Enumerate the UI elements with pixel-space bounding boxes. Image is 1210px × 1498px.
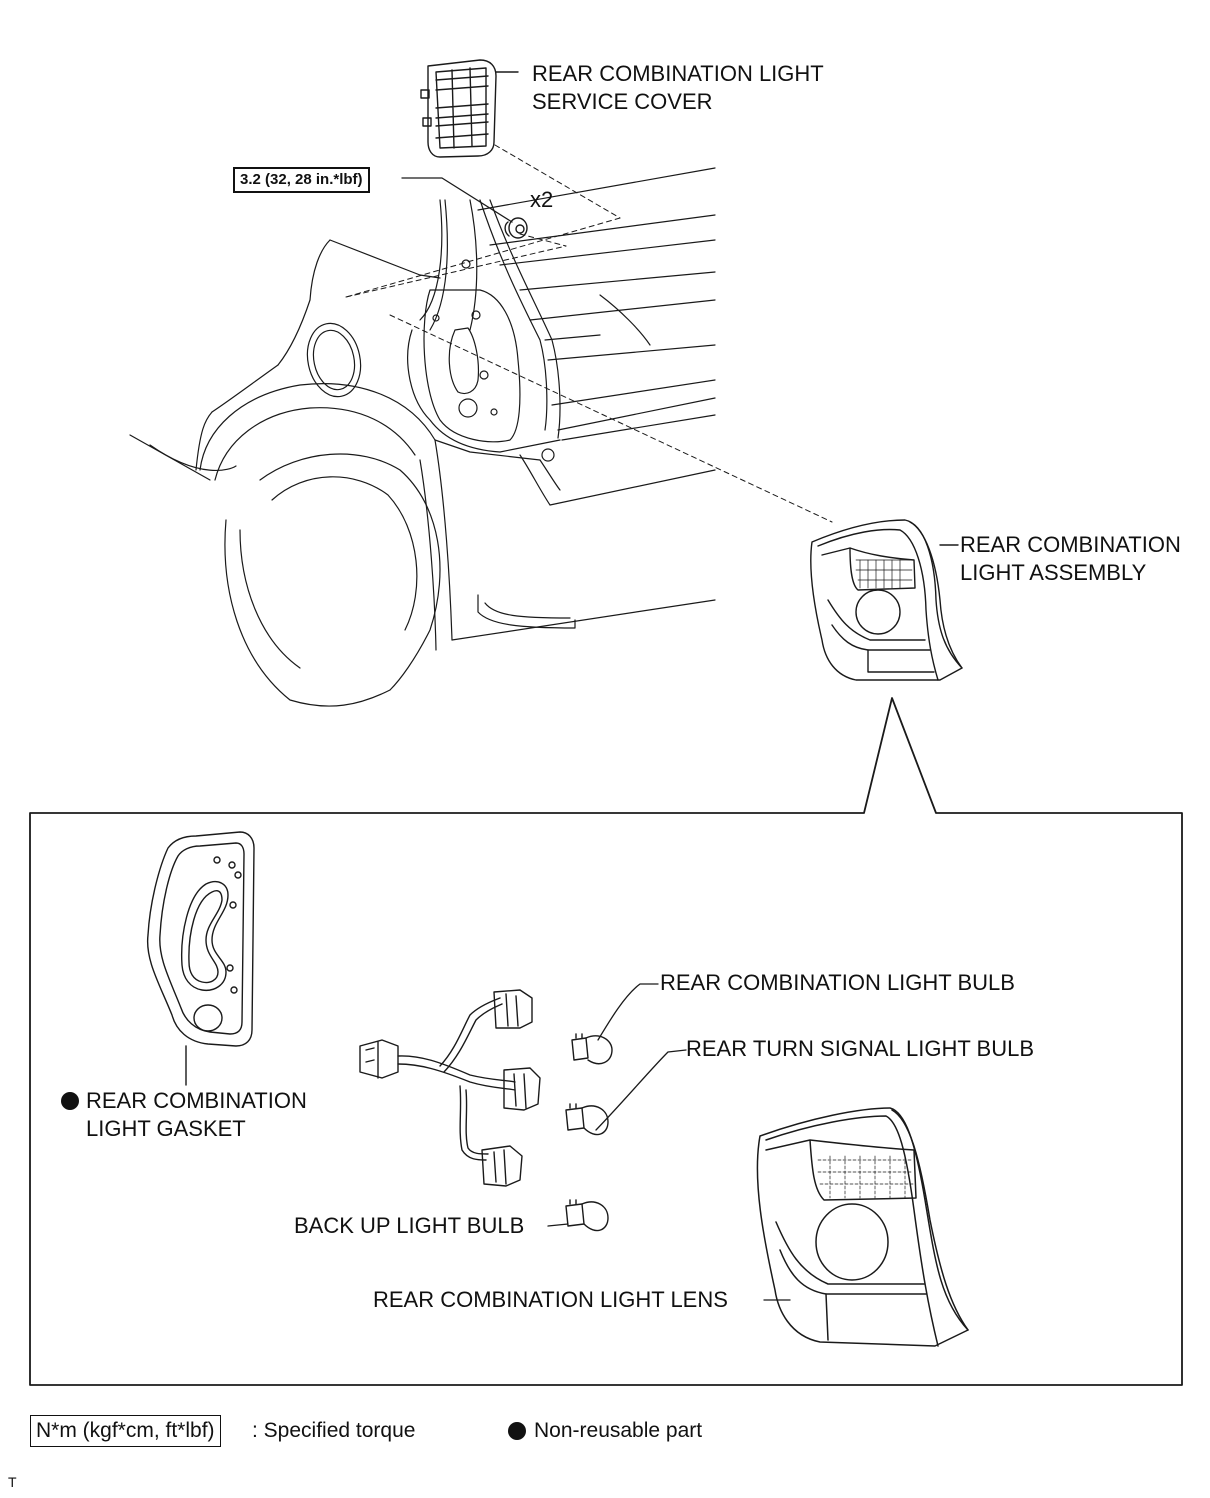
service-cover-label-line-2: SERVICE COVER bbox=[532, 89, 713, 114]
socket-harness-illustration bbox=[359, 989, 541, 1187]
torque-legend-desc: : Specified torque bbox=[252, 1419, 416, 1442]
light-assembly-illustration bbox=[810, 519, 963, 681]
gasket-label: REAR COMBINATION LIGHT GASKET bbox=[86, 1087, 307, 1143]
light-assembly-label-line-2: LIGHT ASSEMBLY bbox=[960, 560, 1147, 585]
bolt-quantity: x2 bbox=[530, 187, 554, 212]
service-cover-illustration bbox=[420, 59, 519, 158]
page-corner-mark: T bbox=[8, 1474, 17, 1490]
non-reusable-legend-text: Non-reusable part bbox=[534, 1419, 703, 1442]
non-reusable-indicator-icon bbox=[61, 1092, 79, 1110]
turn-signal-bulb-label: REAR TURN SIGNAL LIGHT BULB bbox=[686, 1036, 1035, 1061]
lens-label: REAR COMBINATION LIGHT LENS bbox=[373, 1287, 728, 1312]
lens-illustration bbox=[756, 1107, 969, 1347]
bolt-illustration bbox=[504, 217, 528, 239]
torque-spec-badge: 3.2 (32, 28 in.*lbf) bbox=[233, 167, 370, 193]
torque-legend-key: N*m (kgf*cm, ft*lbf) bbox=[30, 1415, 221, 1447]
service-cover-label-line-1: REAR COMBINATION LIGHT bbox=[532, 61, 824, 86]
back-up-bulb-illustration bbox=[565, 1199, 609, 1232]
combination-bulb-label: REAR COMBINATION LIGHT BULB bbox=[660, 970, 1015, 995]
assembly-guide-lines bbox=[345, 144, 833, 523]
service-cover-label: REAR COMBINATION LIGHT SERVICE COVER bbox=[532, 60, 824, 116]
combination-bulb-illustration bbox=[571, 1033, 613, 1065]
bulb-leader-lines bbox=[547, 983, 791, 1301]
torque-leader-line bbox=[401, 177, 513, 223]
turn-signal-bulb-illustration bbox=[565, 1103, 609, 1136]
vehicle-body-illustration bbox=[129, 167, 716, 707]
gasket-illustration bbox=[146, 831, 255, 1086]
light-assembly-label-line-1: REAR COMBINATION bbox=[960, 532, 1181, 557]
back-up-bulb-label: BACK UP LIGHT BULB bbox=[294, 1213, 525, 1238]
detail-callout-frame bbox=[29, 697, 1183, 1386]
light-assembly-label: REAR COMBINATION LIGHT ASSEMBLY bbox=[960, 531, 1181, 587]
gasket-label-line-1: REAR COMBINATION bbox=[86, 1088, 307, 1113]
non-reusable-legend-icon bbox=[508, 1422, 526, 1440]
gasket-label-line-2: LIGHT GASKET bbox=[86, 1116, 246, 1141]
